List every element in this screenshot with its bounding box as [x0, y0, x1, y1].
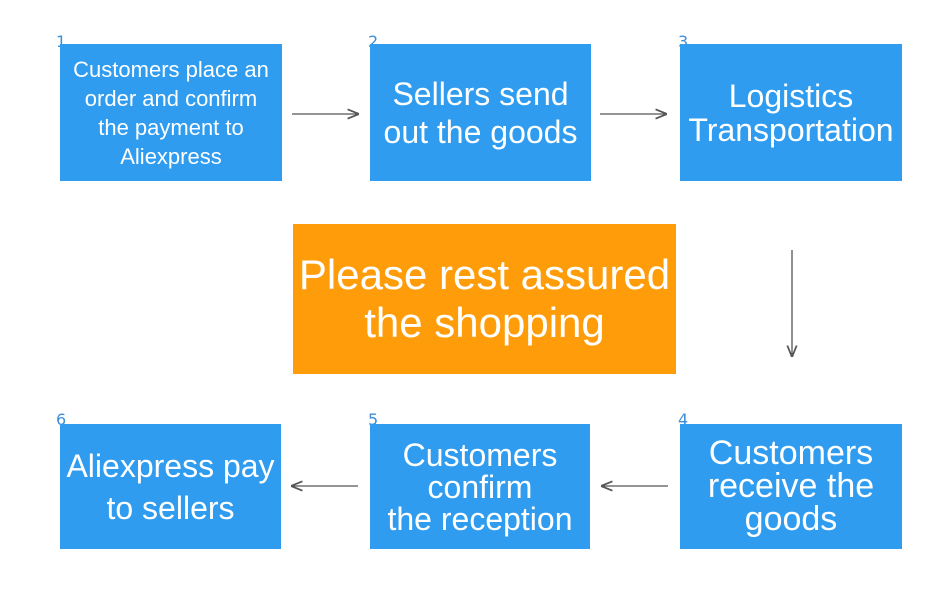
step-3-box: Logistics Transportation — [680, 44, 902, 181]
step-5-line: Customers — [402, 436, 558, 473]
step-1-line: order and confirm — [84, 85, 258, 111]
center-message-box: Please rest assured the shopping — [293, 224, 676, 374]
step-1-line: the payment to — [98, 114, 244, 140]
step-2-box: Sellers send out the goods — [370, 44, 591, 181]
step-4-number: 4 — [678, 410, 689, 429]
step-4-line: Customers — [708, 434, 874, 472]
step-4-box: Customers receive the goods — [680, 424, 902, 549]
step-1-box: Customers place an order and confirm the… — [60, 44, 282, 181]
step-3-number: 3 — [678, 32, 689, 51]
step-6-number: 6 — [56, 410, 67, 429]
step-3-line: Transportation — [688, 111, 894, 148]
step-5-line: the reception — [387, 500, 573, 537]
step-3-line: Logistics — [728, 77, 854, 114]
step-6-line: Aliexpress pay — [66, 447, 275, 484]
center-message-line: the shopping — [364, 299, 605, 346]
step-4-line: receive the — [707, 467, 875, 505]
center-message-line: Please rest assured — [298, 251, 671, 298]
step-5-line: confirm — [427, 468, 533, 505]
step-1-line: Customers place an — [73, 56, 269, 82]
step-4-line: goods — [744, 500, 838, 538]
step-1-line: Aliexpress — [120, 143, 222, 169]
step-6-line: to sellers — [106, 489, 235, 526]
step-6-box: Aliexpress pay to sellers — [60, 424, 281, 549]
step-5-number: 5 — [368, 410, 379, 429]
step-2-number: 2 — [368, 32, 379, 51]
step-5-box: Customers confirm the reception — [370, 424, 590, 549]
step-1-number: 1 — [56, 32, 67, 51]
step-2-line: out the goods — [383, 113, 578, 150]
step-2-line: Sellers send — [392, 75, 569, 112]
